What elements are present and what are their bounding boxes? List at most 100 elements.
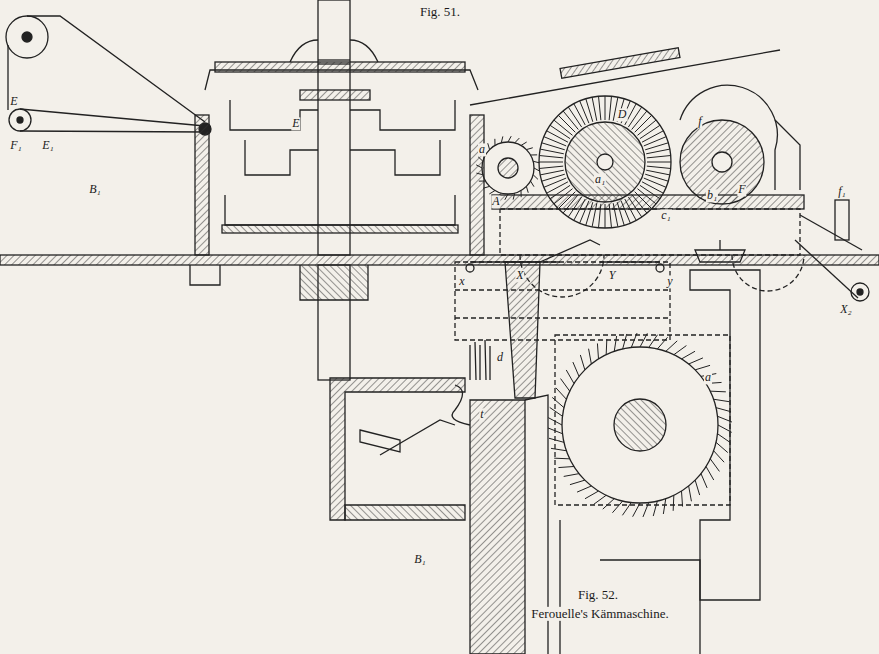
fig51-drawing	[0, 0, 879, 380]
tooth-line	[550, 407, 563, 416]
part-letter: F	[737, 183, 746, 196]
tooth-line	[526, 148, 532, 150]
tooth-line	[521, 191, 522, 198]
tooth-line	[594, 495, 607, 504]
tooth-line	[526, 186, 528, 192]
tooth-line	[706, 466, 714, 480]
tooth-line	[635, 115, 652, 132]
tooth-line	[599, 204, 601, 228]
tooth-line	[533, 175, 538, 180]
tooth-line	[515, 138, 520, 143]
tooth-line	[554, 458, 570, 460]
tooth-line	[550, 125, 570, 138]
tooth-line	[539, 162, 563, 163]
tooth-line	[644, 178, 666, 187]
tooth-line	[633, 503, 640, 517]
part-letter: D	[617, 108, 628, 121]
tooth-line	[561, 379, 570, 392]
tooth-line	[586, 99, 593, 122]
tooth-line	[649, 335, 658, 348]
tooth-line	[689, 486, 692, 501]
tooth-line	[483, 186, 489, 188]
tooth-line	[647, 162, 671, 163]
tooth-line	[701, 474, 707, 488]
tooth-line	[718, 425, 732, 432]
tooth-line	[494, 139, 495, 146]
tooth-line	[478, 157, 483, 162]
tooth-line	[488, 143, 490, 149]
part-letter: f	[697, 115, 702, 128]
tooth-line	[632, 194, 647, 213]
tooth-line	[568, 107, 581, 127]
tooth-line	[592, 203, 597, 227]
tooth-line	[614, 336, 616, 351]
figure-number: Fig. 52.	[577, 588, 619, 602]
tooth-line	[647, 166, 671, 168]
tooth-line	[479, 181, 486, 182]
tooth-line	[716, 442, 728, 452]
part-letter: c₁	[660, 209, 672, 222]
tooth-line	[681, 351, 695, 359]
tooth-line	[599, 96, 601, 120]
tooth-line	[573, 362, 579, 376]
part-letter: a	[478, 143, 486, 156]
tooth-line	[574, 199, 585, 220]
tooth-line	[548, 428, 562, 434]
tooth-line	[695, 480, 699, 495]
tooth-line	[642, 182, 663, 193]
tooth-line	[718, 416, 732, 422]
tooth-line	[631, 333, 637, 347]
tooth-line	[642, 131, 663, 142]
tooth-line	[666, 341, 677, 352]
tooth-line	[549, 438, 564, 442]
tooth-line	[718, 434, 731, 443]
tooth-line	[554, 120, 573, 135]
part-letter: f₁	[837, 185, 847, 198]
tooth-line	[689, 358, 703, 364]
tooth-line	[622, 503, 631, 516]
tooth-line	[539, 166, 563, 168]
tooth-line	[710, 391, 726, 393]
tooth-line	[585, 491, 599, 499]
tooth-line	[558, 192, 575, 209]
tooth-line	[681, 491, 682, 507]
tooth-line	[646, 149, 670, 154]
tooth-line	[645, 143, 668, 150]
tooth-line	[714, 399, 729, 401]
part-letter: X₂	[839, 303, 853, 316]
tooth-line	[613, 203, 618, 227]
part-letter: X	[515, 269, 524, 282]
tooth-line	[592, 97, 597, 121]
part-letter: Y	[608, 269, 617, 282]
tooth-line	[674, 346, 687, 355]
tooth-line	[563, 194, 578, 213]
tooth-line	[617, 202, 624, 225]
tooth-line	[663, 499, 665, 514]
tooth-line	[632, 111, 647, 130]
tooth-line	[609, 204, 611, 228]
tooth-line	[531, 181, 534, 187]
tooth-line	[714, 451, 725, 462]
tooth-line	[505, 194, 508, 200]
tooth-line	[625, 199, 636, 220]
tooth-line	[640, 185, 660, 198]
tooth-line	[606, 339, 608, 355]
tooth-line	[558, 466, 574, 467]
tooth-line	[548, 418, 562, 425]
tooth-line	[508, 136, 511, 142]
tooth-line	[564, 474, 579, 477]
part-letter: x	[458, 275, 465, 288]
tooth-line	[547, 131, 568, 142]
tooth-line	[710, 459, 719, 472]
part-letter: B₁	[413, 553, 427, 566]
tooth-line	[566, 370, 574, 384]
tooth-line	[577, 486, 591, 492]
tooth-line	[580, 355, 584, 370]
tooth-line	[534, 168, 540, 171]
tooth-line	[476, 173, 482, 175]
tooth-line	[551, 448, 566, 450]
tooth-line	[580, 201, 589, 223]
tooth-line	[643, 503, 649, 517]
tooth-line	[637, 189, 656, 204]
